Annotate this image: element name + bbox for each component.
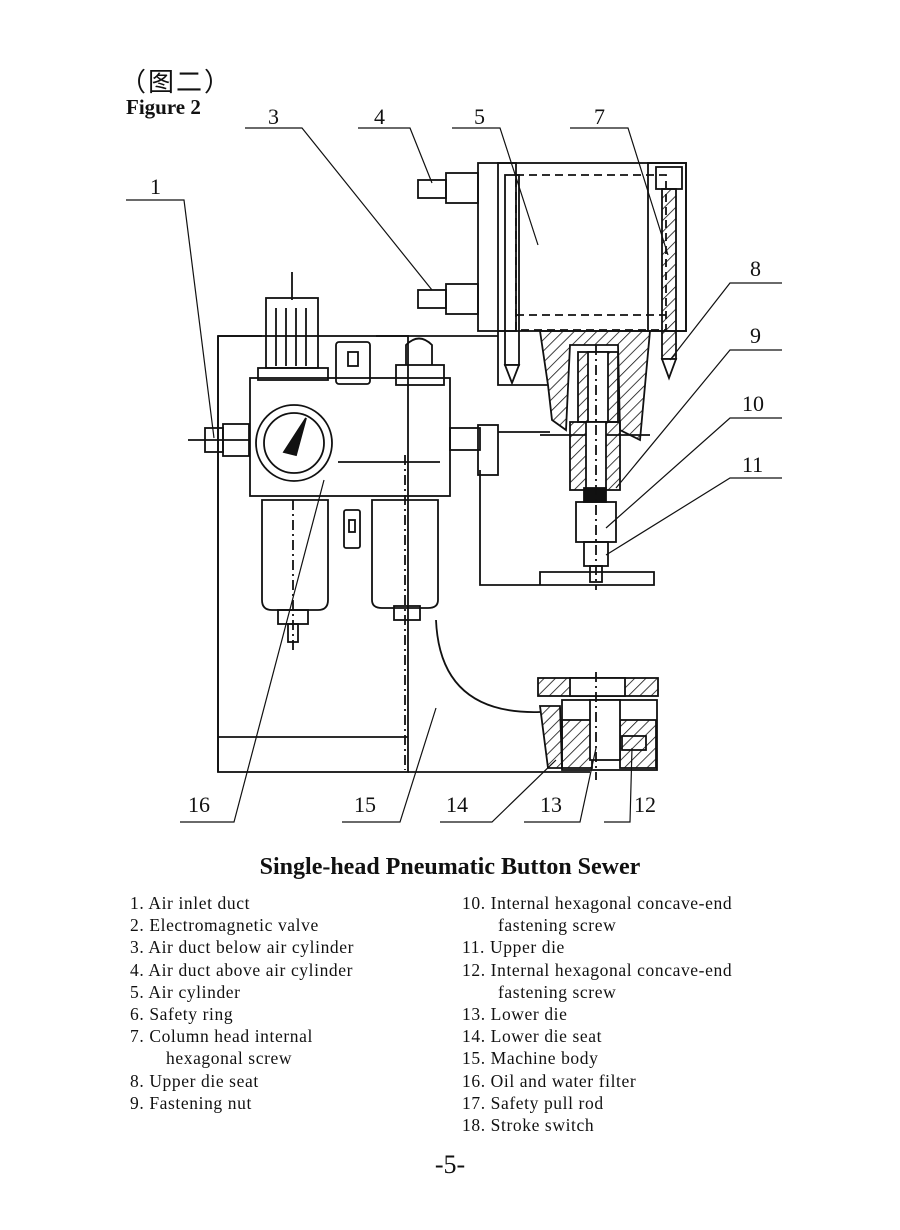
machine-body-frame [217,335,409,773]
legend-item: 5. Air cylinder [130,981,241,1002]
parts-legend-right: 10. Internal hexagonal concave-end faste… [462,892,732,1136]
legend-item: 15. Machine body [462,1048,599,1069]
callout-5: 5 [474,104,485,129]
callout-7: 7 [594,104,605,129]
callout-14: 14 [446,792,468,817]
callout-3: 3 [268,104,279,129]
callout-15: 15 [354,792,376,817]
callout-12: 12 [634,792,656,817]
callout-1: 1 [150,174,161,199]
legend-item: 17. Safety pull rod [462,1092,604,1113]
callout-11: 11 [742,452,763,477]
legend-item: 16. Oil and water filter [462,1070,637,1091]
legend-item: 9. Fastening nut [130,1092,252,1113]
callout-8: 8 [750,256,761,281]
legend-item: 4. Air duct above air cylinder [130,959,354,980]
page-number: -5- [434,1150,466,1179]
legend-item: 8. Upper die seat [130,1070,259,1091]
legend-item: 11. Upper die [462,937,565,958]
legend-item: 2. Electromagnetic valve [130,915,319,936]
page-title: Single-head Pneumatic Button Sewer [259,854,641,880]
legend-item-continuation: fastening screw [498,915,617,936]
callout-9: 9 [750,323,761,348]
callout-13: 13 [540,792,562,817]
legend-item: 3. Air duct below air cylinder [130,937,355,958]
figure-caption: Figure 2 [126,95,201,119]
legend-item: 10. Internal hexagonal concave-end [462,893,733,913]
technical-drawing: 1 3 4 5 7 8 9 10 11 12 13 14 15 16 [126,104,782,823]
legend-item: 14. Lower die seat [462,1026,603,1047]
legend-item: 1. Air inlet duct [130,893,251,913]
callout-16: 16 [188,792,210,817]
legend-item: 12. Internal hexagonal concave-end [462,959,733,980]
legend-item: 6. Safety ring [130,1004,234,1025]
figure-caption-chinese: （图二） [120,68,233,97]
legend-item: 7. Column head internal [130,1026,313,1047]
callout-4: 4 [374,104,385,129]
legend-item-continuation: fastening screw [498,981,617,1002]
parts-legend-left: 1. Air inlet duct 2. Electromagnetic val… [130,892,354,1114]
legend-item: 13. Lower die [462,1004,568,1025]
air-cylinder-block [477,162,687,332]
legend-item-continuation: hexagonal screw [166,1048,293,1069]
callout-10: 10 [742,391,764,416]
legend-item: 18. Stroke switch [462,1115,595,1136]
